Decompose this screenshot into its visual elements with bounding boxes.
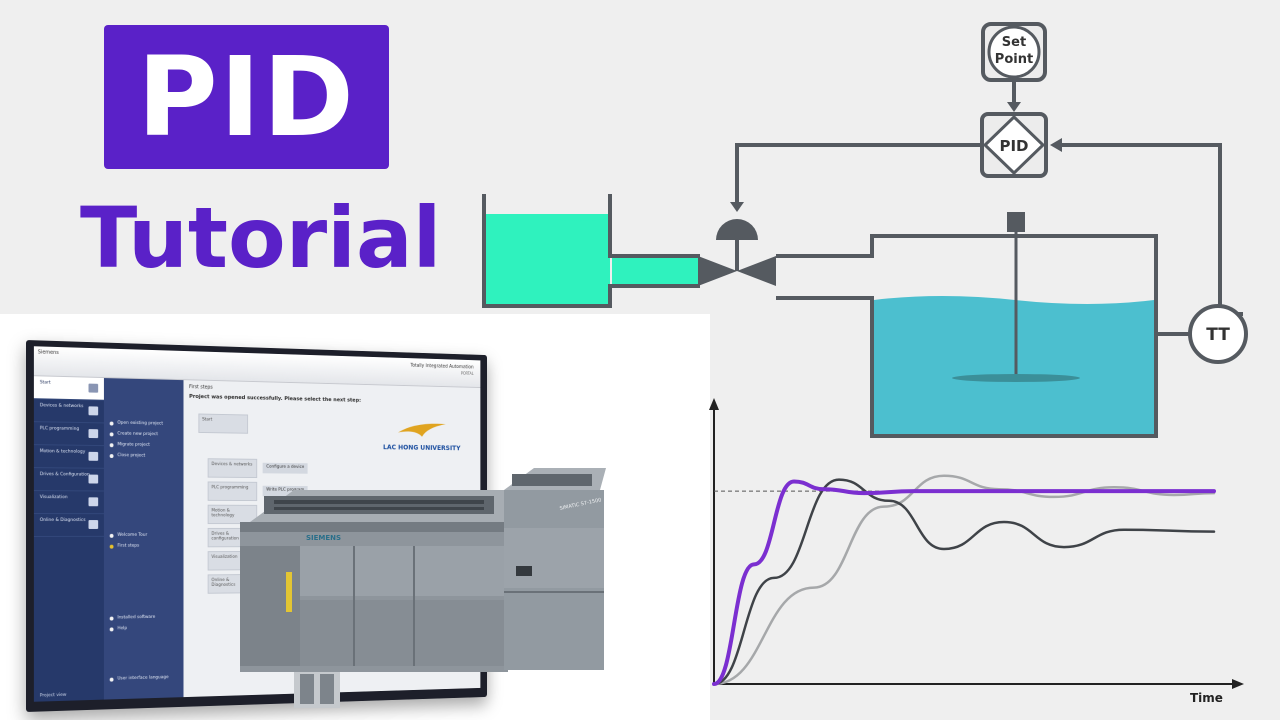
portal-title: Totally Integrated Automation	[410, 362, 474, 371]
nav-item-diagnostics[interactable]: Online & Diagnostics	[33, 514, 104, 537]
mixer-motor	[1007, 212, 1025, 232]
y-axis-arrow-icon	[709, 398, 719, 410]
network-icon	[88, 406, 99, 416]
process-diagram: Set Point PID TT	[482, 22, 1248, 438]
nav-item-drives[interactable]: Drives & Configuration	[33, 468, 104, 492]
action-first-steps[interactable]: First steps	[104, 541, 184, 552]
response-series-1	[712, 478, 1216, 686]
set-point-label-1: Set	[1002, 35, 1026, 50]
university-name: LAC HONG UNIVERSITY	[383, 443, 461, 453]
portal-sub: PORTAL	[460, 370, 474, 376]
action-help[interactable]: Help	[104, 622, 184, 634]
plc-brand: SIEMENS	[306, 534, 341, 542]
response-series-0	[712, 479, 1216, 686]
pid-title-box: PID	[104, 25, 389, 169]
response-series-2	[712, 474, 1216, 686]
mid-nav: Open existing project Create new project…	[103, 378, 184, 700]
valve-actuator	[716, 219, 758, 240]
diagnostics-icon	[88, 520, 99, 529]
plc-icon	[88, 429, 99, 439]
first-steps-label: First steps	[189, 384, 213, 391]
nav-item-motion[interactable]: Motion & technology	[33, 445, 104, 469]
nav-item-devices[interactable]: Devices & networks	[33, 399, 104, 424]
set-point-label-2: Point	[995, 52, 1033, 67]
mixer-blade	[952, 374, 1080, 382]
step-response-chart: Time	[709, 398, 1244, 705]
reservoir-fluid	[484, 214, 610, 306]
nav-item-visualization[interactable]: Visualization	[33, 491, 104, 515]
arrow-left-icon	[1050, 138, 1062, 152]
tutorial-subtitle: Tutorial	[80, 189, 442, 287]
window-label: Siemens	[37, 349, 59, 356]
tank-fluid	[874, 296, 1154, 434]
action-welcome-tour[interactable]: Welcome Tour	[104, 530, 184, 541]
temperature-transmitter	[1188, 304, 1248, 364]
nav-item-plc[interactable]: PLC programming	[33, 422, 104, 447]
pid-controller-label: PID	[999, 137, 1028, 155]
lhu-logo: LAC HONG UNIVERSITY	[375, 419, 469, 452]
x-axis-label: Time	[1190, 691, 1223, 705]
set-point-circle	[987, 25, 1041, 79]
lhu-wing-icon	[397, 422, 446, 438]
arrow-down-icon	[730, 202, 744, 212]
action-ui-language[interactable]: User interface language	[104, 672, 184, 685]
project-message: Project was opened successfully. Please …	[189, 393, 361, 404]
project-view-link[interactable]: Project view	[39, 692, 67, 699]
tt-label: TT	[1206, 325, 1230, 345]
valve-right-icon	[737, 256, 776, 286]
action-close-project[interactable]: Close project	[104, 450, 184, 462]
step-start[interactable]: Start	[198, 413, 249, 434]
pid-diamond	[982, 114, 1046, 176]
plc-hardware: SIEMENS SIMATIC S7-1500	[240, 468, 606, 708]
start-icon	[88, 383, 99, 393]
x-axis-arrow-icon	[1232, 679, 1244, 689]
visualization-icon	[88, 497, 99, 507]
reservoir-tank	[482, 194, 700, 308]
arrow-down-icon	[1007, 102, 1021, 112]
left-nav: Start Devices & networks PLC programming…	[33, 376, 104, 702]
valve-left-icon	[698, 256, 737, 286]
drive-icon	[88, 474, 99, 484]
nav-item-start[interactable]: Start	[33, 376, 104, 401]
motion-icon	[88, 451, 99, 461]
pid-title: PID	[137, 33, 356, 161]
